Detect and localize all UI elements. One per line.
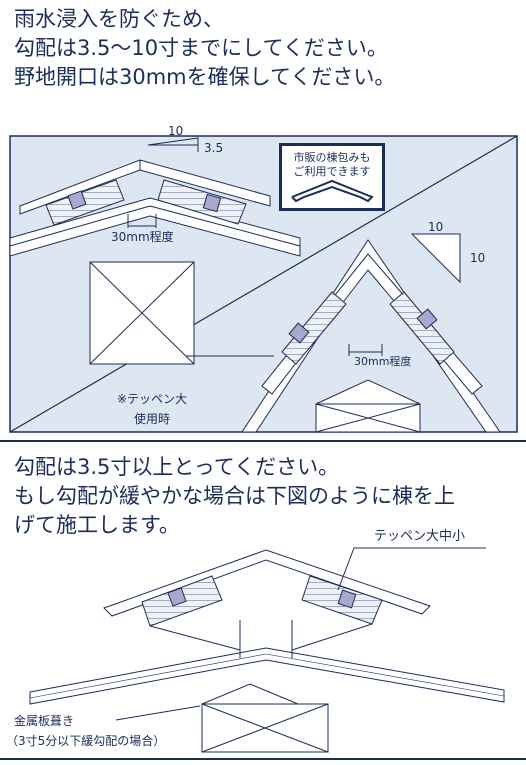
shallow-vent-left xyxy=(45,179,125,226)
vent-block xyxy=(67,190,87,210)
callout-box: 市販の棟包みも ご利用できます xyxy=(279,143,385,211)
bottom-diagram-group xyxy=(29,547,505,753)
bottom-house-gable xyxy=(201,683,299,705)
note-line-1: ※テッペン大 xyxy=(117,392,188,406)
vent-block xyxy=(416,308,438,330)
steep-roof-slab xyxy=(241,239,501,433)
panel-diagonal xyxy=(9,135,518,433)
top-heading-line-3: 野地開口は30mmを確保してください。 xyxy=(14,65,396,89)
bottom-heading: 勾配は3.5寸以上とってください。 もし勾配が緩やかな場合は下図のように棟を上 … xyxy=(14,453,455,540)
note-line-2: 使用時 xyxy=(134,412,171,426)
top-heading-line-1: 雨水浸入を防ぐため、 xyxy=(14,7,224,31)
vent-block xyxy=(288,322,310,344)
bottom-heading-line-1: 勾配は3.5寸以上とってください。 xyxy=(14,455,340,479)
slope-triangle-a xyxy=(147,137,199,152)
gap-label-right: 30mm程度 xyxy=(354,355,412,368)
low-roof-slab xyxy=(29,647,505,705)
slope-a-rise-label: 3.5 xyxy=(204,141,224,155)
steep-ridge-cap xyxy=(261,253,483,395)
steep-roof-group xyxy=(186,233,501,433)
vent-block xyxy=(337,589,357,609)
shallow-roof-group xyxy=(9,137,301,365)
vent-block xyxy=(167,587,187,607)
bottom-heading-line-2: もし勾配が緩やかな場合は下図のように棟を上 xyxy=(14,484,455,508)
shallow-vent-right xyxy=(157,179,247,225)
top-heading-line-2: 勾配は3.5～10寸までにしてください。 xyxy=(14,36,388,60)
steep-vent-left xyxy=(281,291,347,365)
steep-vent-right xyxy=(389,291,455,365)
slope-b-rise-label: 10 xyxy=(470,251,486,265)
top-heading: 雨水浸入を防ぐため、 勾配は3.5～10寸までにしてください。 野地開口は30m… xyxy=(14,5,395,92)
shallow-roof-slab xyxy=(9,197,301,257)
product-label: テッペン大中小 xyxy=(374,529,466,544)
bottom-heading-line-3: げて施工します。 xyxy=(14,513,180,537)
callout-line-2: ご利用できます xyxy=(293,165,371,178)
vent-block xyxy=(202,193,222,213)
slope-triangle-b xyxy=(410,233,461,284)
slope-a-run-label: 10 xyxy=(168,124,184,138)
callout-line-1: 市販の棟包みも xyxy=(293,151,371,164)
section-divider xyxy=(0,440,526,442)
ridge-cap-icon xyxy=(291,179,374,203)
raised-vent-left xyxy=(141,575,223,627)
roof-label-line-2: （3寸5分以下緩勾配の場合） xyxy=(6,734,166,748)
slope-b-run-label: 10 xyxy=(428,220,444,234)
product-leader xyxy=(337,547,486,591)
roof-label-line-1: 金属板葺き xyxy=(14,714,75,728)
raised-ridge-cap xyxy=(103,549,431,617)
gap-label-left: 30mm程度 xyxy=(111,230,174,244)
raised-vent-right xyxy=(301,575,383,625)
bottom-rule xyxy=(0,758,526,760)
roof-leader xyxy=(115,705,201,721)
